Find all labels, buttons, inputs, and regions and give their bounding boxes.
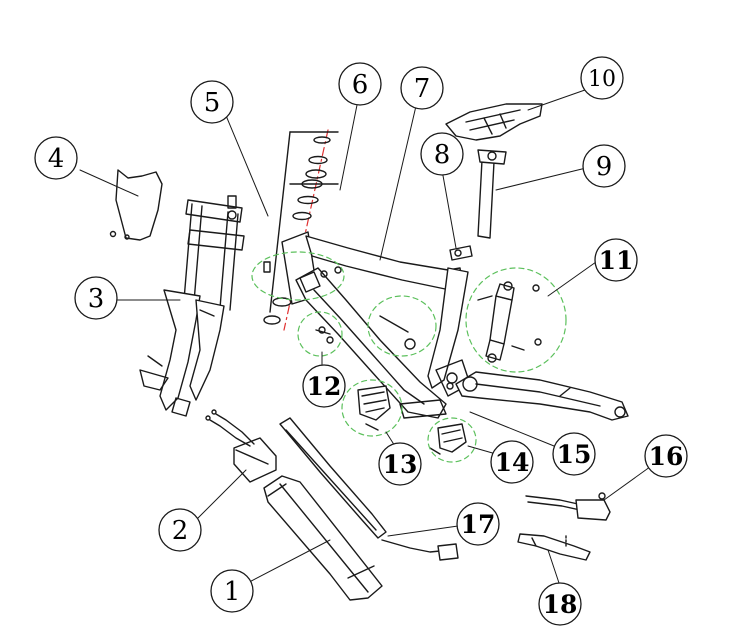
callout-12-circle bbox=[302, 364, 346, 408]
callout-17-circle bbox=[456, 502, 500, 546]
callout-12-label: 12 bbox=[307, 372, 342, 401]
callout-1-label: 1 bbox=[224, 577, 241, 607]
callout-8-label: 8 bbox=[434, 140, 451, 170]
callout-8: 8 bbox=[420, 132, 464, 176]
group-12-outline-c bbox=[367, 295, 437, 357]
battery-rail bbox=[279, 417, 459, 561]
callout-3: 3 bbox=[74, 276, 118, 320]
callout-6-circle bbox=[338, 62, 382, 106]
callout-5-label: 5 bbox=[204, 88, 221, 118]
callout-18-label: 18 bbox=[543, 590, 578, 619]
callout-10-label: 10 bbox=[588, 67, 616, 92]
callout-14-circle bbox=[490, 440, 534, 484]
callout-7-circle bbox=[400, 66, 444, 110]
callout-11-circle bbox=[594, 238, 638, 282]
swingarm bbox=[455, 371, 629, 421]
callout-12: 12 bbox=[302, 364, 346, 408]
number-plate bbox=[109, 169, 163, 241]
bracket-part bbox=[517, 533, 591, 561]
headset-stack bbox=[263, 129, 339, 331]
group-outlines bbox=[251, 251, 567, 463]
callout-15-label: 15 bbox=[557, 440, 592, 469]
callout-7-label: 7 bbox=[414, 74, 431, 104]
main-frame bbox=[281, 231, 471, 419]
callout-8-circle bbox=[420, 132, 464, 176]
callout-5: 5 bbox=[190, 80, 234, 124]
callout-14-label: 14 bbox=[495, 448, 530, 477]
callout-10-circle bbox=[580, 56, 624, 100]
rear-shock bbox=[477, 281, 542, 363]
group-12-outline-a bbox=[251, 251, 345, 301]
callout-1-circle bbox=[210, 569, 254, 613]
group-11-outline bbox=[465, 267, 567, 373]
callout-2-label: 2 bbox=[172, 516, 189, 546]
saddle bbox=[445, 103, 543, 141]
frame-hardware bbox=[315, 315, 454, 390]
callout-2: 2 bbox=[158, 508, 202, 552]
callout-6: 6 bbox=[338, 62, 382, 106]
battery-pack bbox=[263, 475, 383, 601]
callout-16: 16 bbox=[644, 434, 688, 478]
callout-4-label: 4 bbox=[48, 144, 65, 174]
callout-14: 14 bbox=[490, 440, 534, 484]
callout-9: 9 bbox=[582, 144, 626, 188]
callout-17: 17 bbox=[456, 502, 500, 546]
callout-15-circle bbox=[552, 432, 596, 476]
callout-7: 7 bbox=[400, 66, 444, 110]
callout-13: 13 bbox=[378, 442, 422, 486]
callout-15: 15 bbox=[552, 432, 596, 476]
group-13-outline bbox=[341, 379, 403, 437]
callout-6-label: 6 bbox=[352, 70, 369, 100]
callout-16-circle bbox=[644, 434, 688, 478]
callout-1: 1 bbox=[210, 569, 254, 613]
battery-controller bbox=[205, 409, 277, 483]
seatpost bbox=[477, 149, 507, 239]
group-12-outline-b bbox=[297, 311, 343, 357]
seat-clamp bbox=[449, 245, 473, 261]
callout-4-circle bbox=[34, 136, 78, 180]
callout-11: 11 bbox=[594, 238, 638, 282]
charger-cable bbox=[525, 492, 611, 521]
callout-18: 18 bbox=[538, 582, 582, 626]
callout-18-circle bbox=[538, 582, 582, 626]
callout-4: 4 bbox=[34, 136, 78, 180]
callout-3-label: 3 bbox=[88, 284, 105, 314]
callout-10: 10 bbox=[580, 56, 624, 100]
callout-11-label: 11 bbox=[599, 246, 634, 275]
callout-9-label: 9 bbox=[596, 152, 613, 182]
footpeg-left bbox=[357, 385, 391, 431]
callout-16-label: 16 bbox=[649, 442, 684, 471]
callout-13-label: 13 bbox=[383, 450, 418, 479]
footpeg-right bbox=[429, 423, 467, 455]
callout-2-circle bbox=[158, 508, 202, 552]
callout-13-circle bbox=[378, 442, 422, 486]
front-fork bbox=[139, 195, 245, 417]
callout-3-circle bbox=[74, 276, 118, 320]
callout-5-circle bbox=[190, 80, 234, 124]
group-14-outline bbox=[427, 417, 477, 463]
callout-9-circle bbox=[582, 144, 626, 188]
callout-17-label: 17 bbox=[461, 510, 496, 539]
